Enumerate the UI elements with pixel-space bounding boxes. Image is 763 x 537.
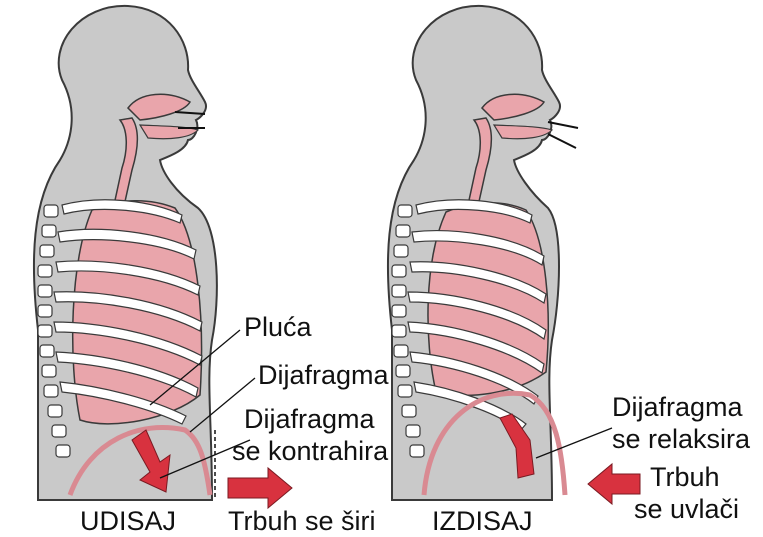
label-abdomen-retracts-1: Trbuh <box>650 462 720 493</box>
exhalation-figure <box>388 6 640 504</box>
label-diaphragm: Dijafragma <box>258 360 389 391</box>
caption-exhalation: IZDISAJ <box>432 506 533 537</box>
label-diaphragm-relaxes-2: se relaksira <box>612 424 750 455</box>
label-abdomen-expands: Trbuh se širi <box>228 506 376 537</box>
label-abdomen-retracts-2: se uvlači <box>634 494 739 525</box>
label-diaphragm-contracts-2: se kontrahira <box>232 436 388 467</box>
label-diaphragm-relaxes-1: Dijafragma <box>612 392 743 423</box>
caption-inhalation: UDISAJ <box>80 506 176 537</box>
abdomen-arrow-right <box>228 468 292 508</box>
abdomen-arrow-left <box>588 464 640 504</box>
airflow-arrows-out <box>548 122 578 148</box>
label-diaphragm-contracts-1: Dijafragma <box>244 404 375 435</box>
label-lungs: Pluća <box>244 312 312 343</box>
